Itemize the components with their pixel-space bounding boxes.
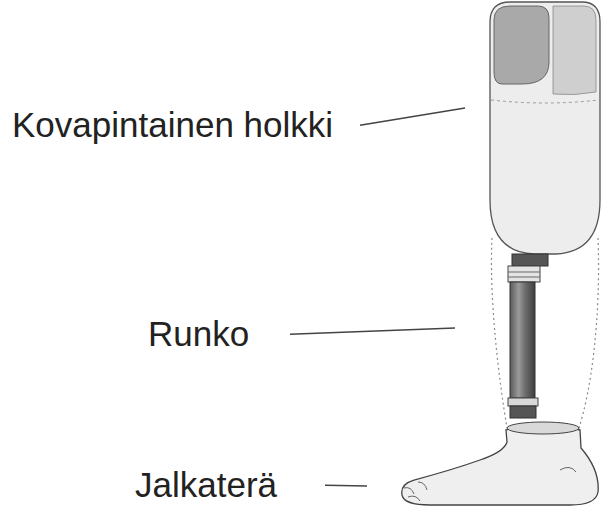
pylon xyxy=(510,282,535,398)
part-label: Runko xyxy=(148,315,249,354)
liner xyxy=(553,6,596,95)
socket-edge xyxy=(491,100,599,103)
leader-line xyxy=(290,328,455,334)
leader-line xyxy=(360,108,465,125)
socket xyxy=(490,2,600,254)
leader-line xyxy=(325,485,367,487)
adapter xyxy=(512,254,548,266)
foot xyxy=(402,425,598,505)
part-label: Jalkaterä xyxy=(135,466,277,505)
adapter xyxy=(508,266,540,282)
toe-lines xyxy=(404,467,576,501)
adapter xyxy=(510,406,536,418)
cosmetic-outline xyxy=(491,238,507,428)
ankle-block xyxy=(507,422,579,434)
adapter xyxy=(508,398,538,406)
cosmetic-outline xyxy=(579,238,599,428)
liner xyxy=(494,6,549,84)
part-label: Kovapintainen holkki xyxy=(12,106,333,145)
